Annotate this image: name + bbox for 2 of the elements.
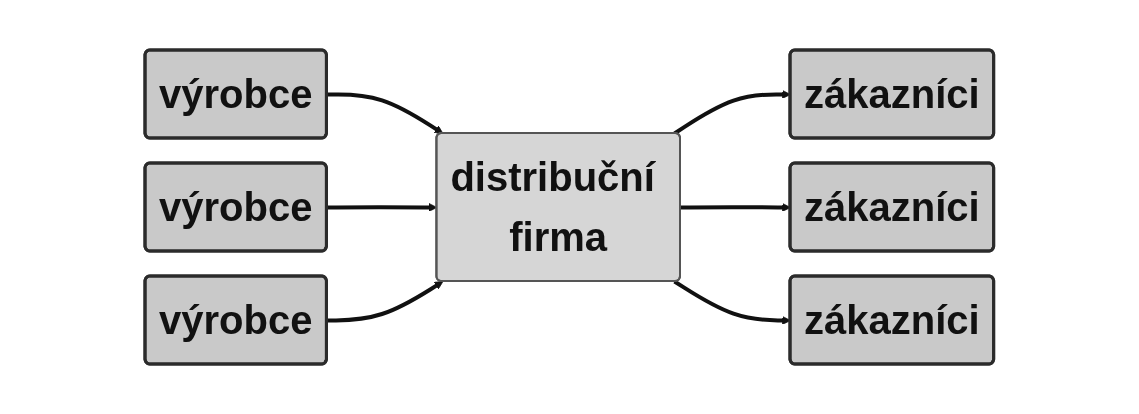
arrow: [327, 92, 444, 134]
arrow: [327, 281, 444, 323]
